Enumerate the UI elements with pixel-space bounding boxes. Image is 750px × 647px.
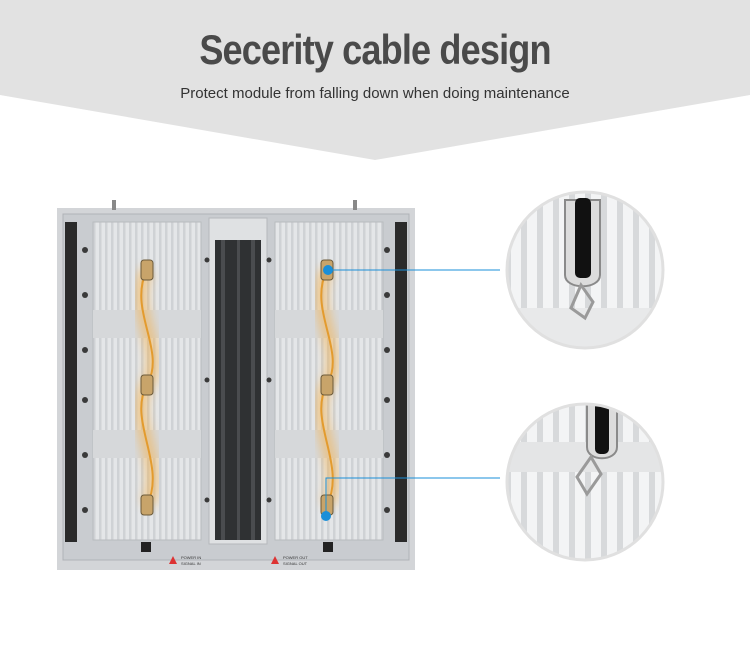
callout-dot-bottom (321, 511, 331, 521)
callout-dot-top (323, 265, 333, 275)
zoom-detail-bottom (505, 402, 665, 562)
callout-line-bottom (325, 477, 500, 516)
zoom-detail-top (505, 190, 665, 350)
signal-out-label: SIGNAL OUT (283, 561, 308, 566)
warning-icon (271, 556, 279, 564)
signal-in-label: SIGNAL IN (181, 561, 201, 566)
power-in-label: POWER IN (181, 555, 201, 560)
power-out-label: POWER OUT (283, 555, 308, 560)
page-title: Secerity cable design (199, 26, 551, 73)
led-cabinet-image: POWER IN SIGNAL IN POWER OUT SIGNAL OUT (57, 200, 415, 570)
warning-icon (169, 556, 177, 564)
page-subtitle: Protect module from falling down when do… (180, 85, 570, 102)
header-banner (0, 0, 750, 160)
